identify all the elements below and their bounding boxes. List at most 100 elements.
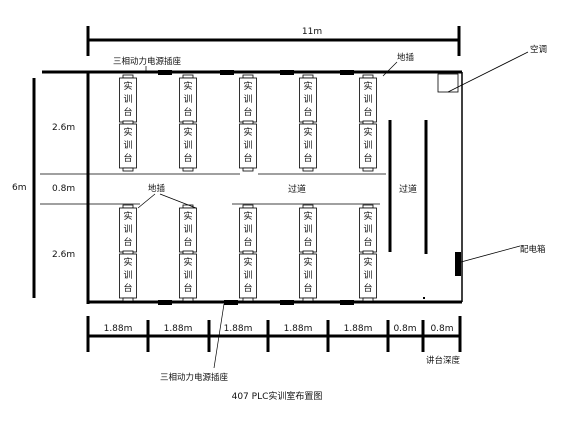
workbench-label-char: 实	[243, 256, 252, 268]
workbench-label-char: 训	[183, 270, 192, 281]
three-phase-socket-top: 三相动力电源插座	[113, 56, 182, 72]
workbench-label-char: 实	[363, 256, 372, 268]
workbench-cap	[302, 74, 314, 79]
workbench-label-char: 训	[123, 140, 132, 151]
col-width-5: 1.88m	[344, 324, 373, 334]
workbench-label-char: 训	[363, 270, 372, 281]
workbench-top-1: 实训台	[119, 120, 137, 169]
top-dimension: 11m	[86, 26, 461, 56]
workbench-end-cap-bottom	[302, 297, 314, 302]
three-phase-socket-bottom: 三相动力电源插座	[160, 303, 229, 383]
workbench-top-4: 实训台	[179, 74, 197, 123]
workbench-label-char: 实	[303, 210, 312, 222]
aisle-right-label: 过道	[399, 183, 417, 195]
workbench-end-cap-bottom	[122, 297, 134, 302]
workbench-label-char: 训	[183, 94, 192, 105]
total-width-label: 11m	[302, 27, 322, 37]
workbench-label-char: 训	[183, 224, 192, 235]
workbench-cap	[122, 204, 134, 209]
workbench-bottom-15: 实训台	[299, 250, 317, 299]
workbench-cap	[362, 250, 374, 255]
workbench-cap	[182, 250, 194, 255]
workbench-label-char: 训	[123, 270, 132, 281]
podium-depth-label: 讲台深度	[426, 355, 461, 366]
workbench-label-char: 台	[243, 236, 252, 248]
workbench-end-cap-bottom	[242, 297, 254, 302]
floor-socket-left: 地插	[137, 183, 197, 209]
workbench-label-char: 实	[123, 210, 132, 222]
right-aisle	[388, 120, 461, 299]
room-walls	[42, 70, 463, 305]
workbench-cap	[302, 204, 314, 209]
workbench-label-char: 台	[363, 106, 372, 118]
col-width-1: 1.88m	[104, 324, 133, 334]
aisle-middle-label: 0.8m	[52, 184, 75, 194]
workbench-cap	[242, 250, 254, 255]
workbench-label-char: 训	[363, 224, 372, 235]
workbench-cap	[182, 120, 194, 125]
aisle-center-label: 过道	[288, 183, 306, 195]
workbench-label-char: 台	[363, 236, 372, 248]
workbench-label-char: 训	[303, 224, 312, 235]
workbench-end-cap-bottom	[362, 297, 374, 302]
workbench-top-0: 实训台	[119, 74, 137, 123]
workbench-label-char: 实	[303, 256, 312, 268]
floor-socket-left-label: 地插	[148, 183, 166, 194]
workbench-top-5: 实训台	[179, 120, 197, 169]
workbench-end-cap-top	[302, 167, 314, 172]
workbench-cap	[182, 74, 194, 79]
workbench-label-char: 台	[243, 282, 252, 294]
workbench-label-char: 台	[183, 236, 192, 248]
workbench-label-char: 实	[123, 80, 132, 92]
workbench-cap	[302, 120, 314, 125]
workbench-end-cap-top	[182, 167, 194, 172]
workbench-bottom-6: 实训台	[179, 204, 197, 253]
workbench-label-char: 台	[303, 236, 312, 248]
workbench-cap	[122, 120, 134, 125]
workbench-cap	[122, 250, 134, 255]
workbench-top-9: 实训台	[239, 120, 257, 169]
workbench-label-char: 台	[303, 152, 312, 164]
bottom-dimension: 1.88m 1.88m 1.88m 1.88m 1.88m 0.8m 0.8m	[86, 316, 462, 352]
workbench-bottom-7: 实训台	[179, 250, 197, 299]
row-depth-bottom-label: 2.6m	[52, 250, 75, 260]
workbench-bottom-14: 实训台	[299, 204, 317, 253]
air-conditioner-label: 空调	[530, 44, 547, 55]
workbench-bottom-19: 实训台	[359, 250, 377, 299]
workbench-label-char: 训	[243, 270, 252, 281]
workbench-label-char: 台	[243, 152, 252, 164]
workbench-label-char: 实	[183, 126, 192, 138]
workbench-label-char: 训	[123, 224, 132, 235]
workbench-label-char: 实	[243, 80, 252, 92]
workbench-label-char: 台	[303, 106, 312, 118]
col-width-6: 0.8m	[393, 324, 416, 334]
row-depth-annotations: 2.6m 0.8m 2.6m	[40, 123, 386, 260]
workbench-label-char: 训	[363, 140, 372, 151]
workbench-label-char: 训	[243, 94, 252, 105]
workbench-grid: 实训台实训台实训台实训台实训台实训台实训台实训台实训台实训台实训台实训台实训台实…	[119, 74, 377, 302]
col-width-4: 1.88m	[284, 324, 313, 334]
workbench-label-char: 台	[123, 106, 132, 118]
workbench-cap	[362, 204, 374, 209]
air-conditioner: 空调	[437, 44, 547, 93]
workbench-bottom-18: 实训台	[359, 204, 377, 253]
three-phase-socket-top-label: 三相动力电源插座	[113, 56, 182, 67]
workbench-label-char: 实	[303, 126, 312, 138]
workbench-label-char: 训	[243, 140, 252, 151]
workbench-cap	[242, 74, 254, 79]
workbench-top-16: 实训台	[359, 74, 377, 123]
workbench-label-char: 实	[123, 256, 132, 268]
workbench-top-17: 实训台	[359, 120, 377, 169]
workbench-label-char: 台	[123, 236, 132, 248]
workbench-end-cap-top	[362, 167, 374, 172]
workbench-label-char: 台	[123, 152, 132, 164]
workbench-label-char: 台	[183, 106, 192, 118]
workbench-bottom-10: 实训台	[239, 204, 257, 253]
workbench-cap	[122, 74, 134, 79]
workbench-label-char: 台	[183, 152, 192, 164]
col-width-7: 0.8m	[430, 324, 453, 334]
workbench-top-13: 实训台	[299, 120, 317, 169]
workbench-label-char: 实	[183, 80, 192, 92]
workbench-label-char: 台	[363, 152, 372, 164]
